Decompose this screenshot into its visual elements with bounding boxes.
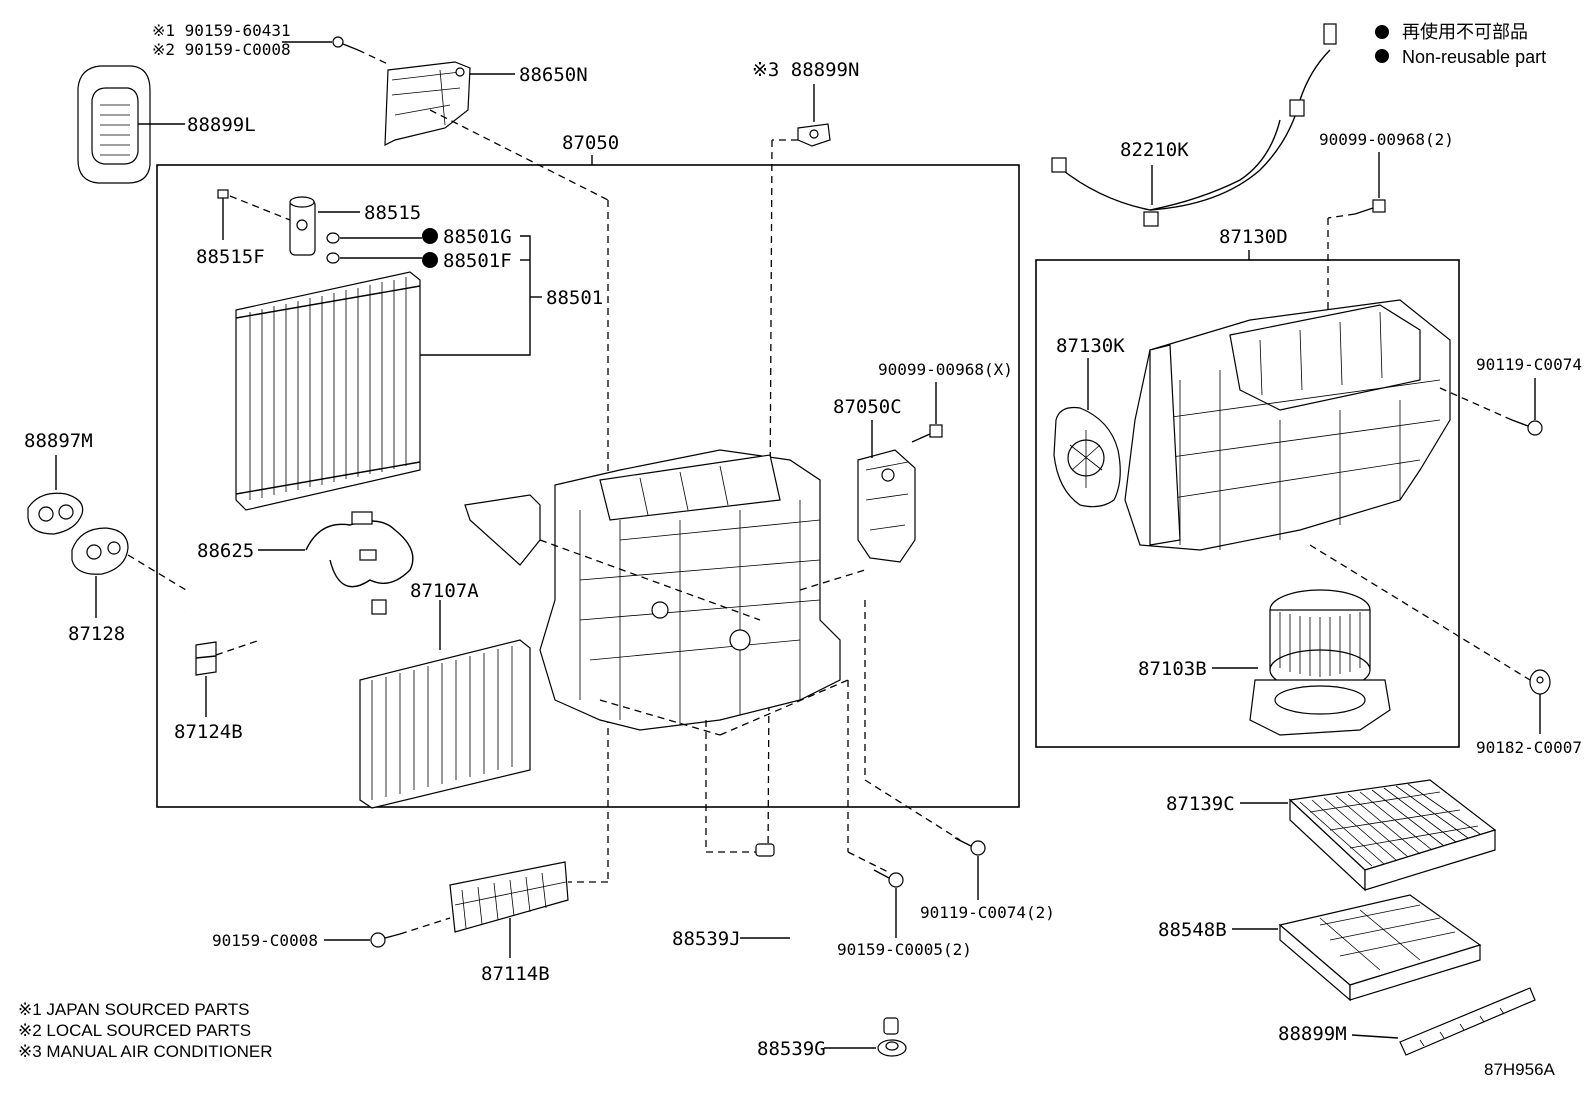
label-87107A: 87107A (410, 580, 479, 602)
footnote-2: ※2 LOCAL SOURCED PARTS (18, 1021, 251, 1040)
part-88899N-drawing (797, 123, 831, 147)
label-87130K: 87130K (1056, 335, 1125, 357)
part-88539G-drawing (877, 1039, 907, 1057)
part-87050-housing-drawing (464, 449, 841, 731)
label-90119-C0074: 90119-C0074 (1476, 355, 1582, 374)
part-87124B-drawing (195, 641, 217, 676)
non-reusable-dot-icon (422, 228, 438, 244)
footnotes: ※1 JAPAN SOURCED PARTS ※2 LOCAL SOURCED … (18, 1000, 273, 1061)
label-87139C: 87139C (1166, 793, 1235, 815)
label-87128: 87128 (68, 623, 125, 645)
part-87107A-heater-drawing (185, 600, 531, 809)
label-88625: 88625 (197, 540, 254, 562)
label-82210K: 82210K (1120, 139, 1189, 161)
part-88548B-tray-drawing (1278, 894, 1482, 1002)
label-88539J: 88539J (672, 928, 741, 950)
footnote-1: ※1 JAPAN SOURCED PARTS (18, 1000, 250, 1019)
label-90159-C0005-2: 90159-C0005(2) (837, 940, 972, 959)
label-90182-C0007: 90182-C0007 (1476, 738, 1582, 757)
label-90119-C0074-2: 90119-C0074(2) (920, 903, 1055, 922)
part-87128-drawing (71, 527, 129, 575)
screw-icon (954, 837, 986, 856)
label-90099-00968X: 90099-00968(X) (878, 360, 1013, 379)
screw-icon (370, 932, 401, 948)
part-88899L-drawing (77, 65, 151, 184)
part-87139C-filter-drawing (1288, 779, 1497, 892)
bolt-icon (217, 189, 229, 240)
screw-icon (911, 424, 943, 443)
assembly-box-87130D (1035, 259, 1460, 748)
label-87103B: 87103B (1138, 658, 1207, 680)
label-88897M: 88897M (24, 430, 93, 452)
part-88650N-drawing (384, 61, 471, 146)
part-87130K-drawing (1053, 406, 1121, 508)
screw-icon (332, 36, 359, 51)
label-90159-C0008-top: ※2 90159-C0008 (152, 40, 291, 59)
label-90099-00968-2: 90099-00968(2) (1319, 130, 1454, 149)
figure-code: 87H956A (1484, 1060, 1556, 1079)
non-reusable-dot-icon (1375, 49, 1389, 63)
label-88899N: ※3 88899N (752, 59, 859, 81)
non-reusable-dot-icon (422, 252, 438, 268)
label-88899L: 88899L (187, 114, 256, 136)
part-88539J-drawing (755, 843, 899, 1035)
part-88501-evaporator-drawing (235, 271, 421, 511)
assembly-box-87050 (156, 164, 1020, 808)
legend-japanese: 再使用不可部品 (1402, 22, 1528, 42)
part-88625-drawing (305, 511, 414, 615)
label-88501: 88501 (546, 287, 603, 309)
non-reusable-dot-icon (1375, 25, 1389, 39)
label-88515F: 88515F (196, 246, 265, 268)
footnote-3: ※3 MANUAL AIR CONDITIONER (18, 1042, 273, 1061)
label-88501G: 88501G (443, 226, 512, 248)
label-87124B: 87124B (174, 721, 243, 743)
part-88897M-drawing (27, 492, 84, 535)
label-88650N: 88650N (519, 64, 588, 86)
label-87130D: 87130D (1219, 226, 1288, 248)
label-88501F: 88501F (443, 250, 512, 272)
label-87050C: 87050C (833, 396, 902, 418)
legend-english: Non-reusable part (1402, 47, 1546, 67)
screw-icon (1354, 199, 1386, 215)
oring-icon (326, 252, 340, 264)
legend: 再使用不可部品 Non-reusable part (1375, 22, 1546, 67)
part-87103B-drawing (1249, 589, 1391, 736)
label-90159-C0008-bot: 90159-C0008 (212, 931, 318, 950)
part-87130D-housing-drawing (1124, 299, 1451, 551)
label-87114B: 87114B (481, 963, 550, 985)
label-88899M: 88899M (1278, 1023, 1347, 1045)
part-88899M-drawing (1399, 987, 1536, 1056)
screw-icon (873, 869, 904, 888)
label-88515: 88515 (364, 202, 421, 224)
label-88539G: 88539G (757, 1038, 826, 1060)
part-87050C-drawing (857, 449, 916, 563)
part-82210K-harness-drawing (1051, 23, 1337, 227)
oring-icon (326, 232, 340, 244)
screw-icon (1511, 419, 1543, 436)
part-87114B-drawing (449, 861, 569, 933)
label-88548B: 88548B (1158, 919, 1227, 941)
part-88515-drawing (289, 196, 316, 256)
label-87050: 87050 (562, 132, 619, 154)
part-90182-C0007-drawing (1529, 669, 1551, 695)
label-90159-60431: ※1 90159-60431 (152, 21, 291, 40)
